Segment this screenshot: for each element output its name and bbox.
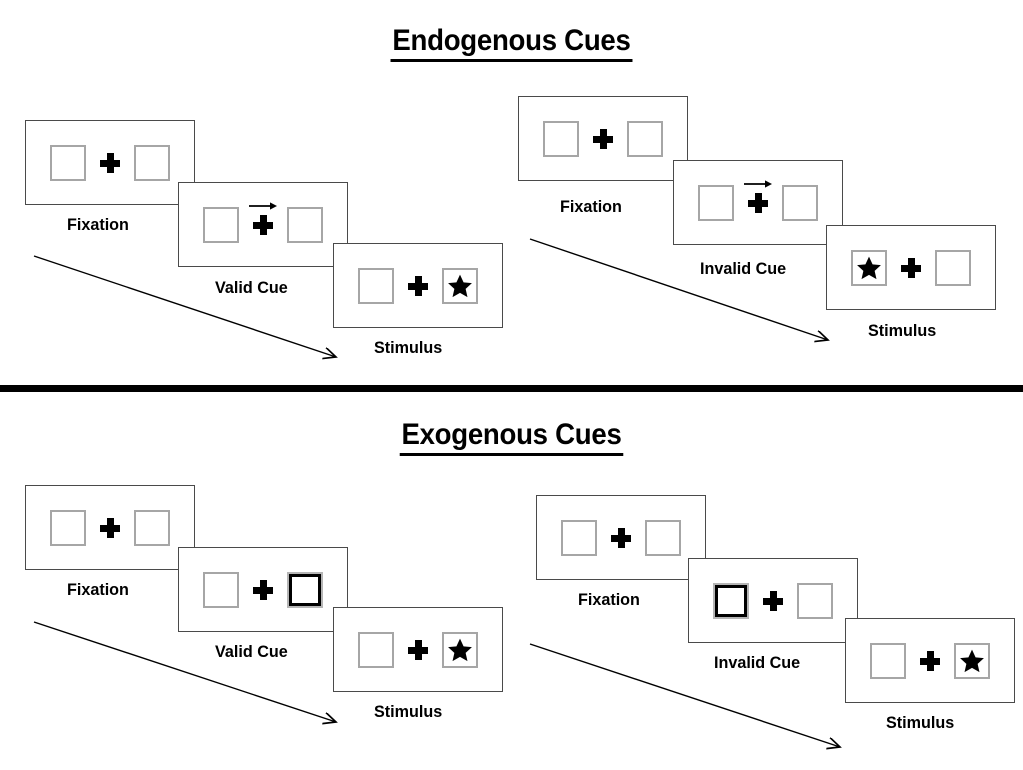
arrow-right-cue-icon bbox=[249, 201, 277, 210]
placeholder-box-left[interactable] bbox=[561, 519, 597, 556]
stimulus-row bbox=[203, 571, 323, 608]
section-title-endogenous-text: Endogenous Cues bbox=[390, 25, 633, 62]
placeholder-box-right[interactable] bbox=[442, 267, 478, 304]
placeholder-box-left[interactable] bbox=[203, 206, 239, 243]
placeholder-box-right[interactable] bbox=[645, 519, 681, 556]
stimulus-row bbox=[543, 120, 663, 157]
fixation-cross-icon bbox=[408, 639, 428, 660]
step-label-exogenous-valid-stimulus: Stimulus bbox=[374, 702, 443, 721]
placeholder-box-right[interactable] bbox=[797, 582, 833, 619]
placeholder-box-left[interactable] bbox=[203, 571, 239, 608]
stimulus-row bbox=[358, 631, 478, 668]
step-label-endogenous-invalid-cue: Invalid Cue bbox=[700, 259, 787, 278]
step-label-exogenous-invalid-cue: Invalid Cue bbox=[714, 653, 801, 672]
stimulus-row bbox=[203, 201, 323, 243]
stimulus-row bbox=[561, 519, 681, 556]
fixation-cross-icon bbox=[100, 517, 120, 538]
trial-card-endogenous-valid-fixation[interactable] bbox=[25, 120, 195, 205]
section-title-endogenous: Endogenous Cues bbox=[41, 24, 982, 62]
step-label-exogenous-valid-fixation: Fixation bbox=[67, 580, 129, 599]
trial-card-endogenous-invalid-cue[interactable] bbox=[673, 160, 843, 245]
fixation-cross-icon bbox=[253, 579, 273, 600]
placeholder-box-right[interactable] bbox=[134, 144, 170, 181]
step-label-exogenous-valid-cue: Valid Cue bbox=[215, 642, 288, 661]
fixation-cross-icon bbox=[100, 152, 120, 173]
star-icon bbox=[960, 649, 984, 672]
placeholder-box-left[interactable] bbox=[870, 642, 906, 679]
trial-card-exogenous-valid-fixation[interactable] bbox=[25, 485, 195, 570]
step-label-exogenous-invalid-fixation: Fixation bbox=[578, 590, 640, 609]
stimulus-row bbox=[50, 509, 170, 546]
fixation-cross-icon bbox=[744, 179, 772, 213]
fixation-cross-icon bbox=[611, 527, 631, 548]
placeholder-box-left[interactable] bbox=[358, 631, 394, 668]
placeholder-box-right[interactable] bbox=[287, 206, 323, 243]
stimulus-row bbox=[50, 144, 170, 181]
stimulus-row bbox=[713, 582, 833, 619]
stimulus-row bbox=[870, 642, 990, 679]
trial-card-endogenous-valid-cue[interactable] bbox=[178, 182, 348, 267]
stimulus-row bbox=[851, 249, 971, 286]
step-label-endogenous-valid-cue: Valid Cue bbox=[215, 278, 288, 297]
stimulus-row bbox=[698, 179, 818, 221]
placeholder-box-left[interactable] bbox=[698, 184, 734, 221]
section-title-exogenous: Exogenous Cues bbox=[41, 418, 982, 456]
placeholder-box-left[interactable] bbox=[851, 249, 887, 286]
section-divider bbox=[0, 385, 1023, 392]
highlighted-box-icon[interactable] bbox=[713, 582, 749, 619]
placeholder-box-right[interactable] bbox=[134, 509, 170, 546]
step-label-exogenous-invalid-stimulus: Stimulus bbox=[886, 713, 955, 732]
star-icon bbox=[857, 256, 881, 279]
fixation-cross-icon bbox=[593, 128, 613, 149]
fixation-cross-icon bbox=[249, 201, 277, 235]
trial-card-exogenous-valid-cue[interactable] bbox=[178, 547, 348, 632]
section-title-exogenous-text: Exogenous Cues bbox=[399, 419, 624, 456]
placeholder-box-right[interactable] bbox=[627, 120, 663, 157]
trial-card-endogenous-valid-stimulus[interactable] bbox=[333, 243, 503, 328]
highlighted-box-icon[interactable] bbox=[287, 571, 323, 608]
placeholder-box-left[interactable] bbox=[50, 144, 86, 181]
fixation-cross-icon bbox=[901, 257, 921, 278]
trial-card-exogenous-valid-stimulus[interactable] bbox=[333, 607, 503, 692]
trial-card-endogenous-invalid-stimulus[interactable] bbox=[826, 225, 996, 310]
trial-card-exogenous-invalid-fixation[interactable] bbox=[536, 495, 706, 580]
star-icon bbox=[448, 638, 472, 661]
trial-card-endogenous-invalid-fixation[interactable] bbox=[518, 96, 688, 181]
placeholder-box-right[interactable] bbox=[954, 642, 990, 679]
step-label-endogenous-valid-stimulus: Stimulus bbox=[374, 338, 443, 357]
placeholder-box-left[interactable] bbox=[543, 120, 579, 157]
step-label-endogenous-invalid-stimulus: Stimulus bbox=[868, 321, 937, 340]
fixation-cross-icon bbox=[408, 275, 428, 296]
step-label-endogenous-valid-fixation: Fixation bbox=[67, 215, 129, 234]
trial-card-exogenous-invalid-cue[interactable] bbox=[688, 558, 858, 643]
star-icon bbox=[448, 274, 472, 297]
arrow-right-cue-icon bbox=[744, 179, 772, 188]
fixation-cross-icon bbox=[920, 650, 940, 671]
stimulus-row bbox=[358, 267, 478, 304]
placeholder-box-left[interactable] bbox=[358, 267, 394, 304]
trial-card-exogenous-invalid-stimulus[interactable] bbox=[845, 618, 1015, 703]
step-label-endogenous-invalid-fixation: Fixation bbox=[560, 197, 622, 216]
placeholder-box-right[interactable] bbox=[782, 184, 818, 221]
placeholder-box-right[interactable] bbox=[935, 249, 971, 286]
placeholder-box-right[interactable] bbox=[442, 631, 478, 668]
fixation-cross-icon bbox=[763, 590, 783, 611]
placeholder-box-left[interactable] bbox=[50, 509, 86, 546]
